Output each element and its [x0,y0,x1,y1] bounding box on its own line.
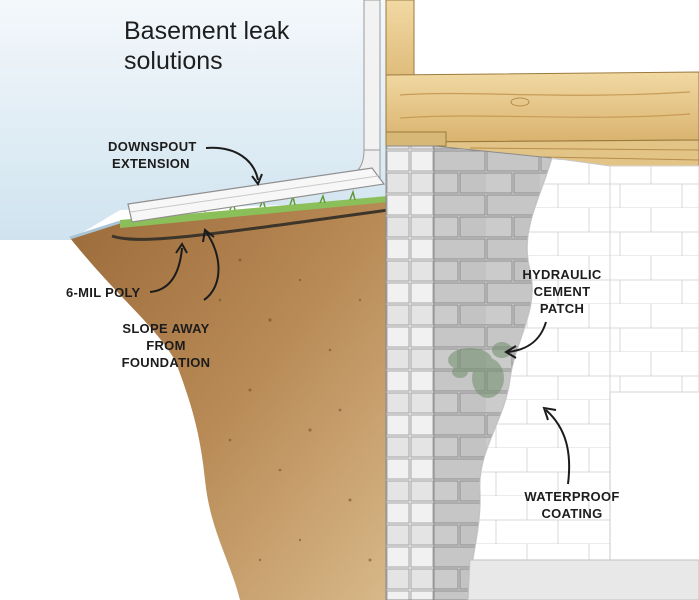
waterproof-coating-surface [467,157,611,600]
arrow-poly [149,247,183,293]
ground-surface-edge [69,220,121,240]
label-hydraulic-cement-patch: HYDRAULIC CEMENT PATCH [522,267,602,316]
arrow-slope [203,231,220,301]
label-waterproof-coating: WATERPROOF COATING [524,489,620,521]
arrow-downspout [205,146,259,181]
hydraulic-cement-patch [448,342,512,398]
arrow-hydraulic [507,321,547,353]
label-slope-away: SLOPE AWAY FROM FOUNDATION [121,321,211,370]
label-downspout-extension: DOWNSPOUT EXTENSION [108,139,197,171]
poly-sheet [111,208,389,241]
soil-speckles [218,258,372,562]
label-6-mil-poly: 6-MIL POLY [66,285,141,300]
grass-strip [120,196,388,228]
interior-wall-right [609,165,699,393]
arrow-waterproof [545,409,571,485]
downspout-pipe [363,0,381,159]
foundation-wall-edge [385,145,435,600]
downspout-extension [127,167,386,223]
rim-joist [385,71,699,143]
soil [70,200,388,600]
diagram-title: Basement leak solutions [124,17,290,75]
basement-floor [467,559,699,600]
sill-plate [385,131,447,147]
